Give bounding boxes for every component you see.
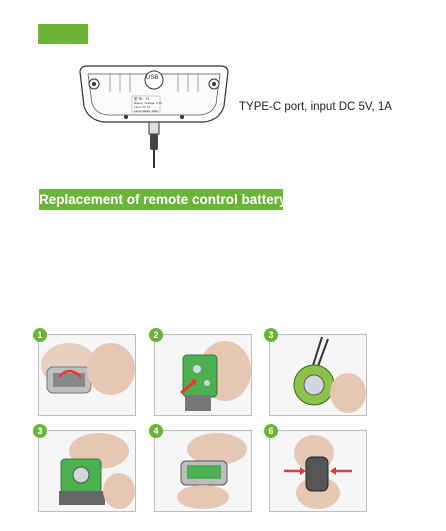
usb-label: USB [146, 75, 159, 81]
step-4-image: 3 [33, 424, 136, 512]
step-2-image: 2 [149, 328, 252, 416]
step-3-image: 3 [264, 328, 367, 416]
step-5-image: 4 [149, 424, 252, 512]
section-marker [38, 24, 88, 44]
step-badge: 4 [149, 424, 163, 438]
step-badge: 1 [33, 328, 47, 342]
step-badge: 3 [33, 424, 47, 438]
step-badge: 2 [149, 328, 163, 342]
back-text-3: Input: 5V 1A [134, 105, 151, 109]
step-badge: 6 [264, 424, 278, 438]
step-1-image: 1 [33, 328, 136, 416]
device-back-illustration: USB 型 号：X1 Battery Voltage: 3.7V Input: … [74, 62, 234, 172]
step-badge: 3 [264, 328, 278, 342]
port-description: TYPE-C port, input DC 5V, 1A [239, 101, 392, 113]
back-text-2: Battery Voltage: 3.7V [134, 101, 163, 105]
back-text-4: Lamp Watts: 10W [134, 109, 158, 113]
section-title: Replacement of remote control battery [39, 189, 287, 210]
step-6-image: 6 [264, 424, 367, 512]
back-text-1: 型 号：X1 [134, 97, 150, 101]
